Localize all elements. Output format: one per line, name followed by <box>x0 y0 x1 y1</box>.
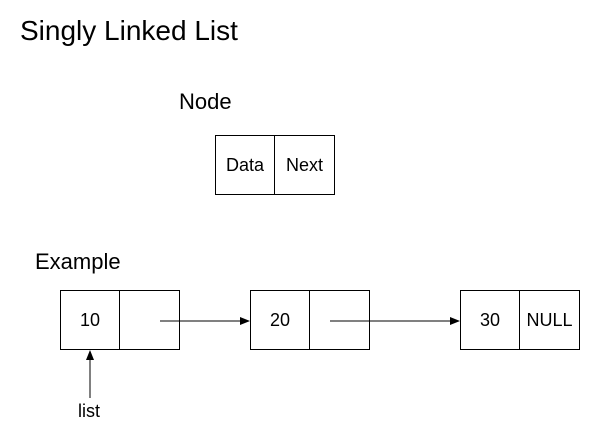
node-next-field: Next <box>275 135 335 195</box>
list-node-2: 20 <box>250 290 370 350</box>
page-title: Singly Linked List <box>20 15 238 46</box>
node-data-field: Data <box>215 135 275 195</box>
list-node-2-data: 20 <box>250 290 310 350</box>
list-node-3-next: NULL <box>520 290 580 350</box>
list-node-1: 10 <box>60 290 180 350</box>
list-node-3: 30 NULL <box>460 290 580 350</box>
node-structure: Data Next <box>215 135 335 195</box>
example-section-label: Example <box>35 249 121 274</box>
list-node-1-data: 10 <box>60 290 120 350</box>
list-node-1-next <box>120 290 180 350</box>
head-pointer-label: list <box>78 401 100 421</box>
list-node-3-data: 30 <box>460 290 520 350</box>
list-node-2-next <box>310 290 370 350</box>
node-section-label: Node <box>179 89 232 114</box>
